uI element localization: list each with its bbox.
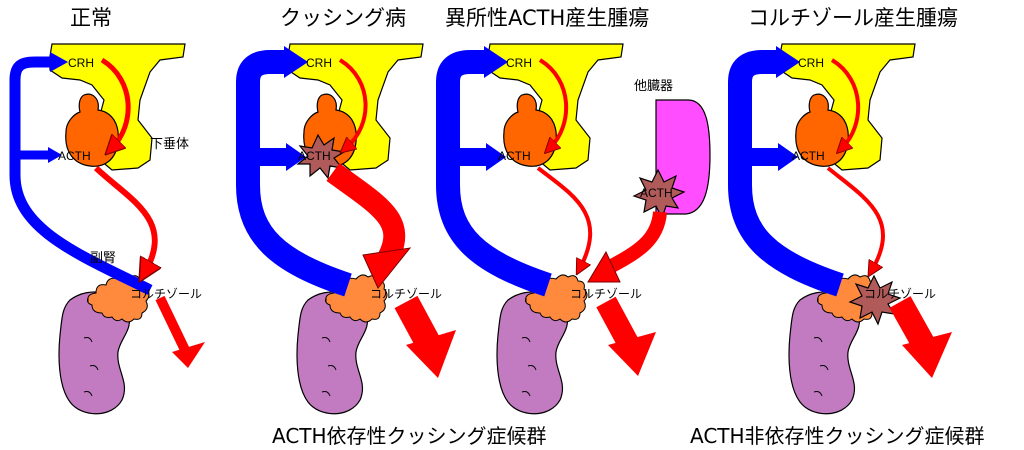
ectopic-acth-arrow	[604, 211, 667, 275]
panel-title: コルチゾール産生腫瘍	[748, 6, 958, 30]
cortisol-arrowhead-icon	[608, 332, 656, 376]
pituitary-icon	[487, 43, 624, 415]
feedback-arrowhead-icon	[286, 143, 306, 171]
feedback-arrowhead-icon	[484, 46, 508, 78]
feedback-arrowhead-icon	[50, 52, 68, 72]
ectopic-arrowhead-icon	[587, 250, 621, 283]
crh-label: CRH	[798, 56, 824, 70]
group-acth-independent: ACTH非依存性クッシング症候群	[690, 424, 985, 448]
panel-ectopic-acth: 異所性ACTH産生腫瘍 CRH ACTH コルチゾール 他臓器 ACTH	[436, 6, 711, 415]
feedback-arrowhead-icon	[486, 143, 506, 171]
acth-label: ACTH	[498, 149, 531, 163]
crh-label: CRH	[506, 56, 532, 70]
acth-label: ACTH	[58, 149, 91, 163]
panel-normal: 正常 CRH ACTH コルチゾール 下垂体 副腎	[9, 6, 205, 415]
feedback-arrowhead-icon	[284, 46, 308, 78]
feedback-arrowhead-icon	[778, 143, 798, 171]
cortisol-arrowhead-icon	[902, 332, 952, 378]
feedback-arrow	[436, 50, 552, 297]
pituitary-label: 下垂体	[150, 137, 189, 152]
pituitary-icon	[49, 43, 186, 415]
acth-arrowhead-icon	[362, 247, 412, 289]
adrenal-label: 副腎	[90, 251, 116, 266]
crh-to-acth-arrow	[100, 57, 131, 148]
panel-cortisol-tumor: コルチゾール産生腫瘍 CRH ACTH コルチゾール	[728, 6, 958, 415]
cortisol-label: コルチゾール	[864, 287, 936, 301]
acth-to-adrenal-arrow	[826, 166, 885, 270]
cortisol-label: コルチゾール	[370, 287, 442, 301]
tumor-star-icon	[848, 274, 902, 326]
feedback-arrow	[9, 56, 153, 295]
crh-to-acth-arrow	[338, 58, 368, 148]
cortisol-label: コルチゾール	[130, 287, 202, 301]
tumor-acth-label: ACTH	[640, 186, 673, 200]
feedback-arrow	[236, 50, 352, 297]
feedback-arrow	[728, 50, 844, 297]
panel-cushing-disease: クッシング病 CRH ACTH コルチゾール	[236, 6, 456, 415]
group-acth-dependent: ACTH依存性クッシング症候群	[272, 424, 547, 448]
cortisol-arrowhead-icon	[172, 342, 205, 368]
acth-to-adrenal-arrow	[93, 165, 155, 272]
acth-label: ACTH	[298, 149, 331, 163]
panel-title: クッシング病	[280, 6, 406, 30]
acth-to-adrenal-arrow	[326, 163, 406, 264]
panel-title: 異所性ACTH産生腫瘍	[445, 6, 649, 30]
crh-label: CRH	[68, 56, 94, 70]
cortisol-output-arrow	[155, 295, 190, 353]
cortisol-arrowhead-icon	[406, 330, 456, 378]
panel-title: 正常	[70, 6, 112, 30]
acth-label: ACTH	[792, 149, 825, 163]
crh-label: CRH	[306, 56, 332, 70]
other-organ-label: 他臓器	[634, 79, 673, 94]
crh-to-acth-arrow	[538, 58, 569, 148]
pituitary-icon	[779, 43, 916, 415]
acth-to-adrenal-arrow	[536, 166, 593, 268]
cortisol-label: コルチゾール	[570, 287, 642, 301]
crh-to-acth-arrow	[830, 58, 861, 148]
feedback-arrowhead-icon	[776, 46, 800, 78]
feedback-arrowhead-icon	[48, 147, 62, 163]
tumor-star-icon	[296, 133, 346, 180]
